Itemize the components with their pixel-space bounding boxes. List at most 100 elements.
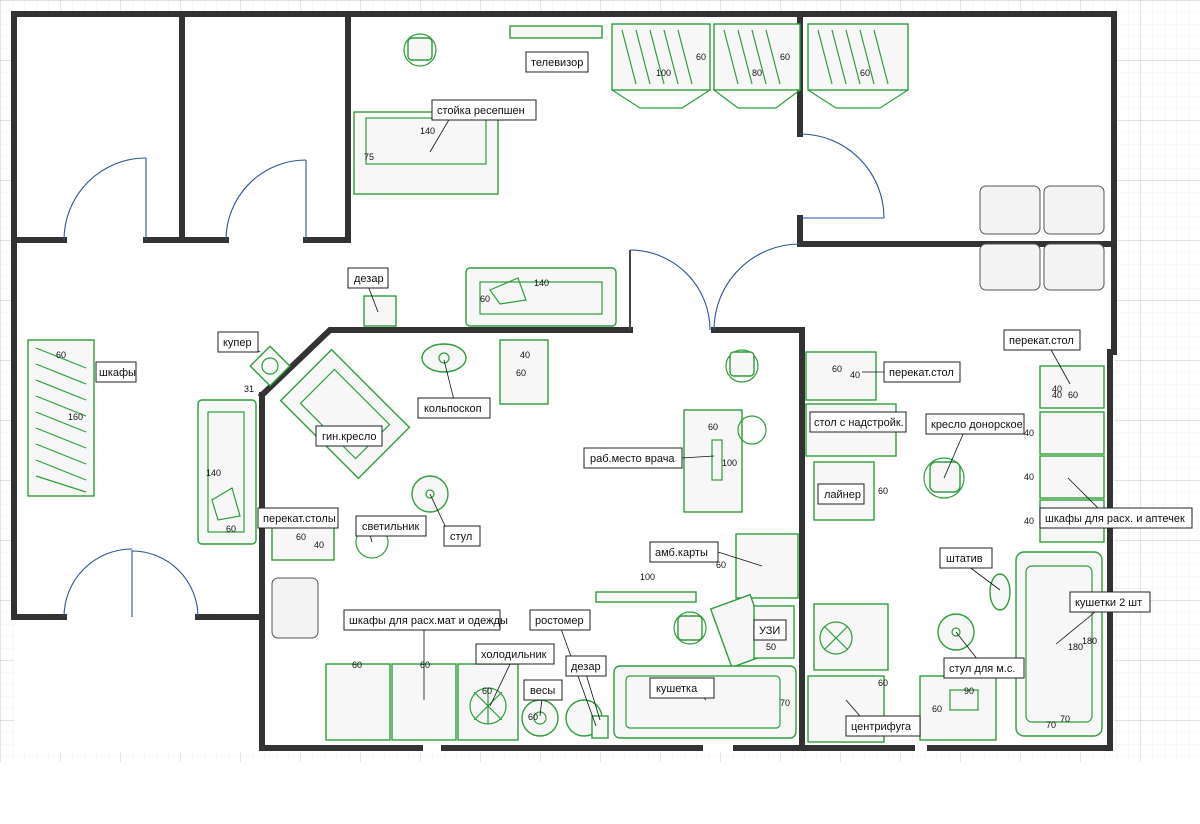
dim-text: 60	[296, 532, 306, 542]
furniture	[27, 23, 1105, 743]
dim-text: 40	[1052, 390, 1062, 400]
label-uzi-text: УЗИ	[759, 625, 780, 637]
dim-text: 60	[226, 524, 236, 534]
label-perekat-stol1-text: перекат.стол	[889, 367, 954, 379]
dim-text: 40	[850, 370, 860, 380]
label-stul: стул	[429, 493, 481, 547]
dim-text: 40	[520, 350, 530, 360]
dim-text: 140	[534, 278, 549, 288]
label-holodilnik: холодильник	[475, 643, 555, 707]
dim-text: 100	[722, 458, 737, 468]
cooler	[249, 345, 291, 387]
dim-text: 60	[780, 52, 790, 62]
label-reception: стойка ресепшен	[429, 99, 537, 153]
dim-text: 60	[528, 712, 538, 722]
label-tv-text: телевизор	[531, 57, 583, 69]
label-lainer-text: лайнер	[824, 489, 861, 501]
left-cabinets	[27, 339, 95, 497]
dim-text: 40	[1024, 472, 1034, 482]
dim-text: 60	[480, 294, 490, 304]
mobile-table-r2	[1039, 365, 1105, 409]
dim-text: 140	[206, 468, 221, 478]
dim-text: 31	[244, 384, 254, 394]
label-shkafy-odezhda: шкафы для расх.мат и одежды	[343, 609, 508, 700]
dim-text: 60	[1068, 390, 1078, 400]
label-holodilnik-text: холодильник	[481, 649, 547, 661]
dim-text: 60	[716, 560, 726, 570]
dim-text: 70	[1060, 714, 1070, 724]
dim-text: 90	[964, 686, 974, 696]
dim-text: 60	[832, 364, 842, 374]
label-shkafy-apteka: шкафы для расх. и аптечек	[1039, 477, 1193, 529]
left-sofa	[197, 399, 257, 545]
couch-gyn	[613, 665, 797, 739]
label-perekat-stol2: перекат.стол	[1003, 329, 1081, 385]
bench-line	[595, 591, 697, 603]
label-kreslo-donor-text: кресло донорское	[931, 419, 1023, 431]
label-vesy: весы	[523, 679, 563, 717]
mobile-table-r1	[805, 351, 877, 401]
sinks	[271, 185, 1105, 639]
label-lainer: лайнер	[817, 483, 865, 505]
label-dezar2-text: дезар	[571, 661, 601, 673]
chair-uzi	[673, 611, 707, 645]
colposcope	[421, 343, 467, 373]
reception-desk	[353, 111, 499, 195]
dim-text: 50	[766, 642, 776, 652]
label-rostomer: ростомер	[529, 609, 597, 727]
dim-text: 40	[1052, 384, 1062, 394]
dim-text: 75	[364, 152, 374, 162]
label-kushetki: кушетки 2 шт	[1055, 591, 1151, 645]
dim-text: 70	[1046, 720, 1056, 730]
label-doctor-place: раб.место врача	[583, 447, 715, 469]
dim-text: 40	[1024, 428, 1034, 438]
label-uzi: УЗИ	[753, 619, 787, 641]
sofa	[465, 267, 617, 327]
label-shkafy-text: шкафы	[99, 367, 136, 379]
label-gin-kreslo: гин.кресло	[315, 425, 383, 447]
label-vesy-text: весы	[530, 685, 555, 697]
label-kushetka-text: кушетка	[656, 683, 698, 695]
dim-text: 60	[420, 660, 430, 670]
doctor-chair	[725, 349, 759, 383]
wardrobes-bottom	[325, 663, 519, 741]
dezar-unit-1	[363, 295, 397, 327]
tv	[509, 25, 603, 39]
dim-text: 60	[56, 350, 66, 360]
amb-cards-cabinet	[735, 533, 799, 599]
dim-text: 70	[780, 698, 790, 708]
wardrobe-1	[611, 23, 711, 109]
label-kolposkop-text: кольпоскоп	[424, 403, 482, 415]
label-dezar1-text: дезар	[354, 273, 384, 285]
label-kuper-text: купер	[223, 337, 252, 349]
label-stul-text: стул	[450, 531, 472, 543]
label-svetilnik-text: светильник	[362, 521, 420, 533]
doors	[63, 133, 885, 618]
dim-text: 60	[932, 704, 942, 714]
dim-text: 180	[1068, 642, 1083, 652]
label-stul-ms-text: стул для м.с.	[949, 663, 1015, 675]
small-table	[499, 339, 549, 405]
doctor-desk	[683, 409, 767, 513]
label-perekat-stoly-text: перекат.столы	[263, 513, 336, 525]
dim-text: 60	[878, 678, 888, 688]
label-dezar2: дезар	[565, 655, 607, 721]
dim-text: 60	[708, 422, 718, 432]
wardrobe-2	[713, 23, 801, 109]
office-chair-top	[403, 33, 437, 67]
dim-text: 100	[656, 68, 671, 78]
label-kuper: купер	[217, 331, 261, 353]
label-svetilnik: светильник	[355, 515, 427, 543]
label-centrifuga-text: центрифуга	[851, 721, 912, 733]
label-perekat-stoly: перекат.столы	[257, 507, 339, 529]
dim-text: 140	[420, 126, 435, 136]
label-amb-karty: амб.карты	[649, 541, 763, 567]
stand	[989, 573, 1011, 611]
dim-text: 180	[1082, 636, 1097, 646]
label-doctor-place-text: раб.место врача	[590, 453, 675, 465]
dim-text: 60	[482, 686, 492, 696]
label-reception-text: стойка ресепшен	[437, 105, 525, 117]
dim-text: 40	[314, 540, 324, 550]
label-perekat-stol2-text: перекат.стол	[1009, 335, 1074, 347]
